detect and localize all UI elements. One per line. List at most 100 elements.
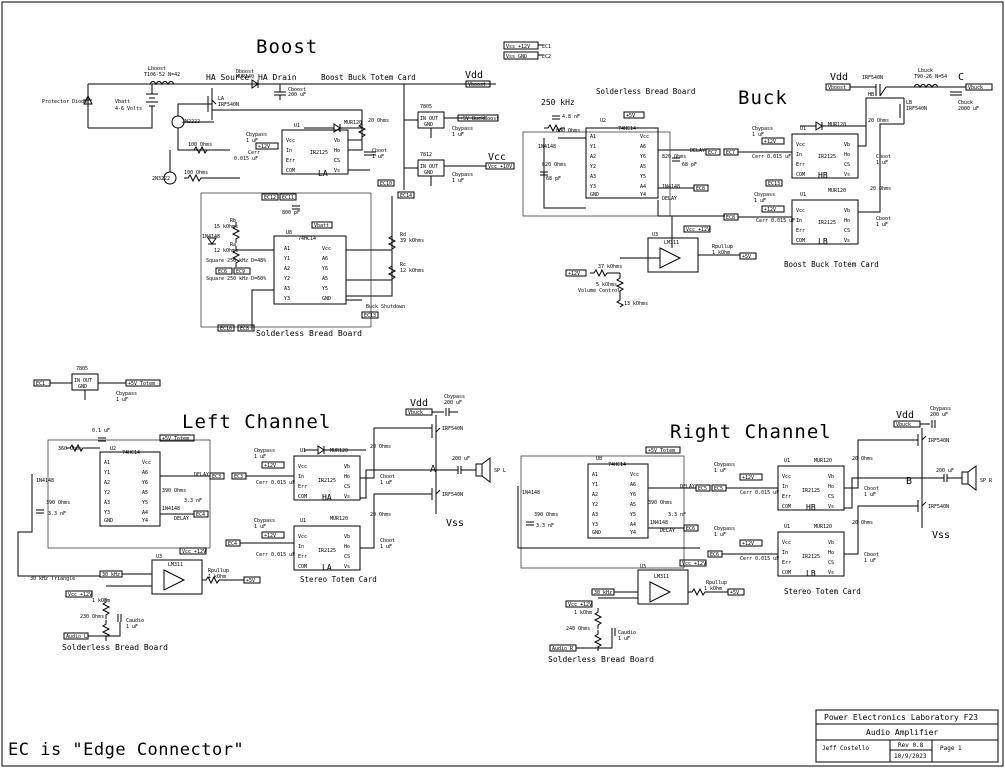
left-plus12-ha	[261, 461, 285, 469]
boost-breadboard-label: Solderless Bread Board	[256, 329, 362, 338]
label: Ho	[344, 544, 350, 550]
label: A5	[640, 164, 646, 170]
right-caudio	[611, 628, 616, 636]
label: Vcc	[142, 460, 151, 466]
label: Ho	[828, 484, 834, 490]
right-c200-cap	[943, 474, 962, 482]
label: 200 uF	[930, 412, 948, 418]
vcc-rail-label: Vcc	[488, 152, 506, 163]
vcc-tag	[485, 162, 515, 170]
right-lm311	[637, 569, 689, 605]
r800-label: 800 Ohms	[556, 128, 580, 134]
la-fet-tag: LA	[218, 96, 224, 102]
ec-tag-c	[261, 193, 279, 201]
label: Vs	[828, 570, 834, 576]
label: Y5	[142, 500, 148, 506]
label: Cbypass	[754, 192, 775, 198]
label: IR2125	[802, 554, 820, 560]
wire	[88, 84, 153, 129]
right-totem-tag	[645, 446, 681, 454]
right-hb-fet	[917, 428, 927, 446]
left-r230-label: 230 Ohms	[80, 614, 104, 620]
buck-pullup-value: 1 kOhm	[712, 250, 730, 256]
label: 1N4148	[522, 490, 540, 496]
right-vdd-label: Vdd	[896, 410, 914, 421]
label: 1 uF	[380, 480, 392, 486]
label: EC13	[364, 313, 376, 319]
label: 1N4148	[162, 506, 180, 512]
title-rev: Rev 0.8	[898, 742, 924, 749]
left-plus12-la	[261, 531, 285, 539]
label: 0.015 uF	[234, 156, 258, 162]
right-pullup-res	[688, 587, 728, 597]
title-author: Jeff Costello	[822, 745, 869, 752]
label: +5V	[730, 590, 739, 596]
left-sp-label: SP L	[494, 468, 506, 474]
right-speaker-icon	[961, 465, 977, 491]
label: Vcc	[630, 472, 639, 478]
label: Vs	[344, 494, 350, 500]
label: Err	[782, 494, 791, 500]
label: 1N4148	[538, 144, 556, 150]
label: 1 kOhm	[574, 610, 592, 616]
label: DELAY	[174, 516, 189, 522]
label: +12V	[264, 463, 276, 469]
lboost-label: Lboost	[148, 66, 166, 72]
label: GND	[78, 384, 87, 390]
vssgnd-text: Vss GND	[506, 54, 527, 60]
label: EC7	[708, 150, 717, 156]
label: Cbypass	[254, 518, 275, 524]
cboot-cap	[364, 151, 376, 156]
label: CS	[344, 554, 350, 560]
buck-delay-label: DELAY	[690, 148, 705, 154]
right-lb-fet	[917, 498, 927, 512]
buck-comparator	[659, 247, 682, 269]
c800p-label: 800 pF	[282, 210, 300, 216]
buck-vboost-text: Vboost	[828, 85, 846, 91]
label: Caudio	[618, 630, 636, 636]
label: Cbypass	[246, 132, 267, 138]
label: Ho	[844, 218, 850, 224]
buckboost-tag	[457, 114, 499, 122]
label: A6	[322, 256, 328, 262]
left-reg-label: 7805	[76, 366, 88, 372]
label: Vcc	[782, 474, 791, 480]
square-b-label: Square 250 kHz D=60%	[206, 276, 266, 282]
label: 1 uF	[380, 544, 392, 550]
label: Cbypass	[930, 406, 951, 412]
label: Ho	[828, 550, 834, 556]
label: Y6	[640, 154, 646, 160]
label: +5V Totem	[162, 436, 189, 442]
label: Cerr 0.015 uF	[740, 556, 779, 562]
dboost-diode	[251, 79, 259, 89]
label: Y3	[104, 510, 110, 516]
label: Vcc	[782, 540, 791, 546]
buck-plus12-lb	[761, 205, 785, 213]
ec-tag-g	[217, 324, 235, 332]
lbuck-inductor	[913, 84, 939, 88]
right-vcc12	[679, 559, 707, 567]
label: Vcc +12V	[182, 549, 206, 555]
left-plus5-out	[243, 576, 261, 584]
label: 74HC14	[122, 450, 140, 456]
label: Cboot	[380, 538, 395, 544]
protector-diode	[83, 94, 93, 105]
boost-ic-label: 74HC14	[298, 236, 316, 242]
label: 1 uF	[254, 454, 266, 460]
left-breadboard-box	[47, 439, 211, 549]
label: Rpullup	[208, 568, 229, 574]
c68b-cap	[672, 157, 680, 162]
label: Y5	[322, 286, 328, 292]
mur120-diode	[304, 123, 362, 133]
label: CS	[334, 158, 340, 164]
cboost-out-value: 200 uF	[288, 92, 306, 98]
right-stereo-label: Stereo Totem Card	[784, 587, 861, 596]
left-r360-label: 360 Ohms	[58, 446, 82, 452]
label: Err	[782, 560, 791, 566]
title-lab: Power Electronics Laboratory F23	[824, 713, 978, 722]
label: Y4	[142, 518, 148, 524]
label: A5	[630, 502, 636, 508]
label: MUR120	[814, 524, 832, 530]
left-title: Left Channel	[182, 411, 331, 433]
